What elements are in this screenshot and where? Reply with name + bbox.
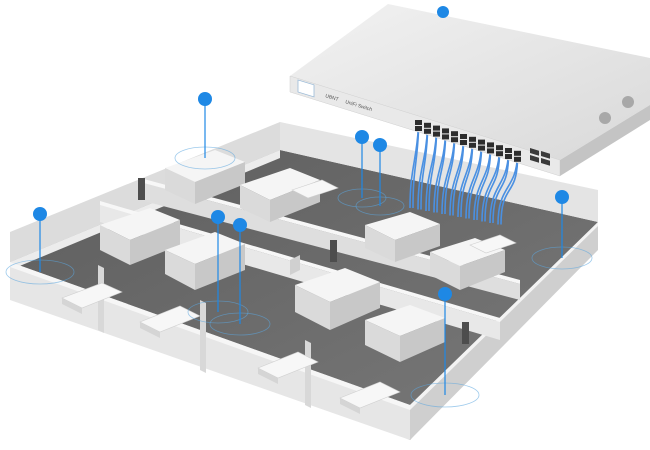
ethernet-cable	[460, 147, 474, 218]
access-point-marker-icon	[33, 207, 47, 272]
switch-status-led-icon	[437, 6, 449, 18]
sfp-port	[541, 150, 550, 159]
ethernet-cable	[500, 161, 519, 225]
bed	[469, 234, 517, 254]
switch-port	[514, 156, 521, 162]
switch-port	[496, 145, 503, 151]
switch-port	[487, 148, 494, 154]
door	[138, 178, 145, 200]
switch-port	[478, 145, 485, 151]
bed	[139, 305, 201, 338]
partition-wall-3	[305, 340, 311, 408]
switch-port	[415, 120, 422, 125]
switch-top-panel	[290, 4, 650, 160]
access-point-marker-icon	[233, 218, 247, 324]
bed	[61, 282, 123, 314]
room-block-5	[365, 212, 440, 262]
room-block-7	[295, 268, 380, 330]
room-block-1	[165, 150, 245, 204]
switch-port	[505, 154, 512, 159]
vent-grille-icon	[599, 96, 634, 124]
ethernet-cable	[444, 142, 456, 215]
switch-port	[442, 128, 449, 134]
switch-port	[469, 142, 476, 148]
switch-port	[424, 128, 431, 134]
switch-port	[451, 137, 458, 143]
switch-port	[424, 122, 431, 128]
ethernet-cable	[412, 130, 420, 209]
ethernet-cable-bundle	[409, 124, 519, 225]
room-block-8	[365, 305, 445, 362]
floor-plan	[10, 122, 598, 440]
door	[330, 240, 337, 262]
partition-wall-2	[200, 300, 206, 373]
bed	[257, 351, 319, 384]
switch-port	[460, 134, 467, 139]
switch-port	[469, 136, 476, 142]
access-point-marker-icon	[211, 210, 225, 312]
ethernet-cable	[428, 136, 438, 212]
access-point-marker-icon	[555, 190, 569, 258]
switch-port	[433, 125, 440, 131]
switch-port	[478, 139, 485, 145]
access-point-marker-icon	[373, 138, 387, 206]
switch-port	[460, 140, 467, 145]
ethernet-cable	[468, 150, 483, 219]
switch-port	[496, 151, 503, 157]
switch-port	[433, 131, 440, 137]
access-point-marker-icon	[438, 287, 452, 395]
ethernet-cable	[476, 153, 492, 221]
ethernet-cable	[420, 133, 429, 210]
sfp-port	[530, 148, 539, 156]
door	[462, 322, 469, 344]
access-point-markers	[33, 92, 569, 395]
room-block-4	[165, 232, 245, 290]
partition-wall-4	[290, 255, 300, 275]
access-point-marker-icon	[355, 130, 369, 198]
switch-port	[487, 142, 494, 148]
switch-port	[442, 134, 449, 140]
sfp-port	[530, 155, 539, 163]
sfp-ports	[530, 148, 550, 166]
access-point-marker-icon	[198, 92, 212, 158]
bed	[291, 179, 339, 199]
ethernet-cable	[436, 139, 447, 213]
outer-wall-front-right	[410, 222, 598, 440]
ethernet-cable	[452, 144, 465, 216]
room-block-3	[100, 208, 180, 265]
bed	[339, 381, 401, 414]
switch-port	[415, 126, 422, 131]
network-switch: UBNT UniFi Switch	[289, 4, 650, 177]
switch-port-row	[415, 120, 521, 162]
switch-port	[505, 148, 512, 153]
switch-port	[514, 150, 521, 156]
switch-port	[451, 131, 458, 137]
switch-brand-label: UBNT	[324, 93, 339, 103]
switch-side-panel	[560, 105, 650, 176]
switch-display	[297, 79, 315, 98]
ethernet-cable	[484, 156, 501, 222]
ethernet-cable	[492, 158, 510, 224]
sfp-port	[541, 157, 550, 166]
